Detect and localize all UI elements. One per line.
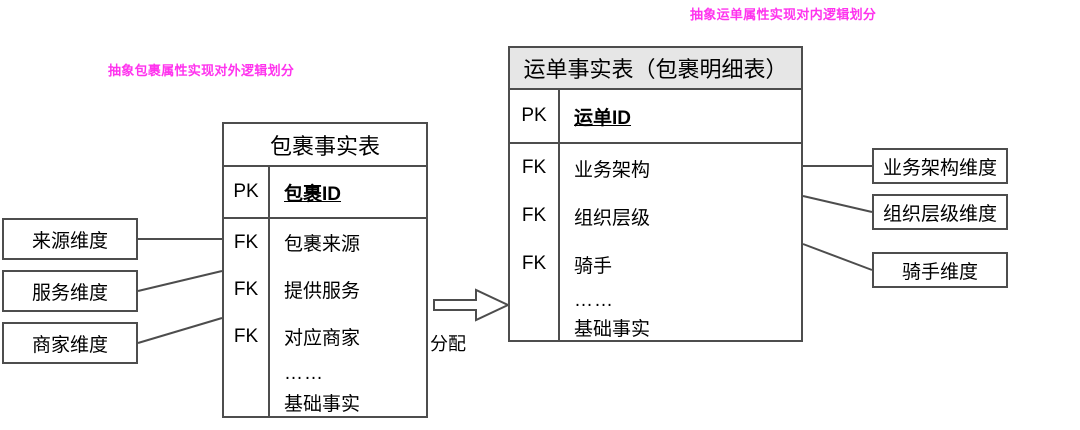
pk-name-label: 运单ID	[574, 107, 632, 129]
dimension-label: 商家维度	[31, 334, 108, 356]
flow-arrow-icon	[433, 288, 511, 322]
pk-name-label: 包裹ID	[284, 183, 342, 205]
table-row-key	[510, 314, 558, 340]
dimension-label: 骑手维度	[901, 261, 978, 283]
table-row-key	[224, 360, 268, 388]
dimension-label: 组织层级维度	[882, 203, 997, 225]
dimension-box-merchant[interactable]: 商家维度	[2, 322, 138, 364]
table-row-name: 业务架构	[574, 159, 651, 181]
waybill-fact-table-body: FK FK FK 业务架构 组织层级 骑手 …… 基础事实	[510, 144, 801, 340]
annotation-inner-logic: 抽象运单属性实现对内逻辑划分	[690, 7, 877, 22]
package-fact-table-body: FK FK FK 包裹来源 提供服务 对应商家 …… 基础事实	[224, 219, 426, 416]
dimension-box-business-architecture[interactable]: 业务架构维度	[872, 148, 1008, 184]
dimension-label: 业务架构维度	[882, 157, 997, 179]
table-row-key: FK	[521, 253, 547, 274]
waybill-fact-table[interactable]: 运单事实表（包裹明细表） PK 运单ID FK FK FK 业务架构	[508, 46, 803, 342]
connector-left-2	[137, 270, 223, 292]
table-row-name: 骑手	[574, 255, 613, 277]
package-fact-table-title: 包裹事实表	[224, 124, 426, 167]
table-row-name: ……	[284, 363, 324, 384]
table-row-key: FK	[233, 278, 259, 300]
dimension-box-source[interactable]: 来源维度	[2, 218, 138, 260]
dimension-box-service[interactable]: 服务维度	[2, 270, 138, 312]
table-row-name: 基础事实	[574, 318, 651, 340]
connector-right-2	[802, 195, 873, 213]
dimension-box-org-hierarchy[interactable]: 组织层级维度	[872, 194, 1008, 230]
table-row-name: 组织层级	[574, 207, 651, 229]
table-row-name: 包裹来源	[284, 234, 361, 255]
table-row-key: FK	[521, 157, 547, 178]
table-row-name: ……	[574, 290, 614, 311]
table-row-key	[510, 288, 558, 314]
connector-left-3	[137, 317, 223, 344]
table-row-name: 对应商家	[284, 328, 361, 349]
table-row-key	[224, 388, 268, 416]
package-fact-table[interactable]: 包裹事实表 PK 包裹ID FK FK FK 包裹来源 提供服务	[222, 122, 428, 418]
annotation-outer-logic: 抽象包裹属性实现对外逻辑划分	[108, 63, 295, 78]
table-row-key: FK	[521, 205, 547, 226]
table-row-key: FK	[233, 325, 259, 347]
pk-key-label: PK	[521, 105, 547, 126]
table-row-key: FK	[233, 231, 259, 253]
dimension-label: 服务维度	[31, 282, 108, 304]
connector-right-3	[802, 243, 873, 271]
dimension-box-rider[interactable]: 骑手维度	[872, 252, 1008, 288]
pk-key-label: PK	[233, 181, 259, 202]
waybill-fact-table-title: 运单事实表（包裹明细表）	[510, 48, 801, 90]
flow-arrow-label: 分配	[430, 334, 466, 354]
table-row-name: 提供服务	[284, 281, 361, 302]
waybill-fact-table-pk-row: PK 运单ID	[510, 90, 801, 144]
table-row-name: 基础事实	[284, 393, 361, 415]
package-fact-table-pk-row: PK 包裹ID	[224, 167, 426, 219]
dimension-label: 来源维度	[31, 230, 108, 252]
